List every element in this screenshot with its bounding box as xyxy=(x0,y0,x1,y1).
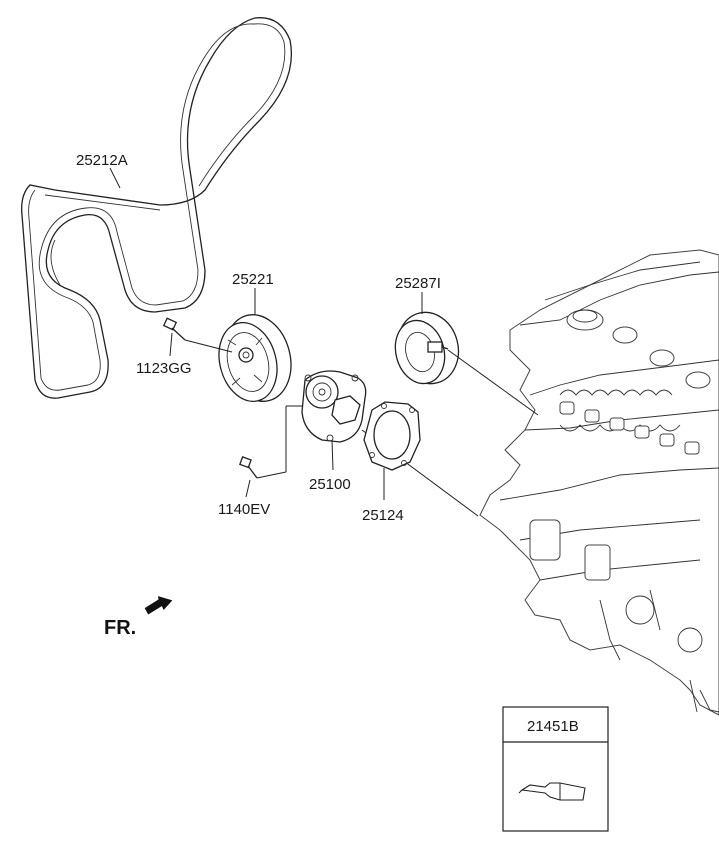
direction-label: FR. xyxy=(104,617,136,639)
label-bolt-pump: 1140EV xyxy=(218,501,270,518)
inset-box[interactable]: 21451B xyxy=(502,706,609,832)
gasket[interactable] xyxy=(363,401,421,478)
label-belt: 25212A xyxy=(76,152,128,169)
water-pump[interactable] xyxy=(285,370,479,517)
idler-pulley[interactable] xyxy=(211,307,301,409)
tensioner-pulley[interactable] xyxy=(389,305,539,416)
sealant-tube-icon xyxy=(518,782,586,801)
direction-indicator: FR. xyxy=(104,596,173,639)
drive-belt[interactable] xyxy=(21,17,293,399)
inset-label: 21451B xyxy=(527,718,579,735)
label-tensioner-pulley: 25287I xyxy=(395,275,441,292)
engine-block xyxy=(479,249,719,716)
bolt-pump[interactable] xyxy=(239,456,287,479)
label-water-pump: 25100 xyxy=(309,476,351,493)
label-gasket: 25124 xyxy=(362,507,404,524)
label-idler-pulley: 25221 xyxy=(232,271,274,288)
label-bolt-idler: 1123GG xyxy=(136,360,192,377)
arrow-front-icon xyxy=(144,596,173,615)
bolt-idler[interactable] xyxy=(162,317,233,353)
